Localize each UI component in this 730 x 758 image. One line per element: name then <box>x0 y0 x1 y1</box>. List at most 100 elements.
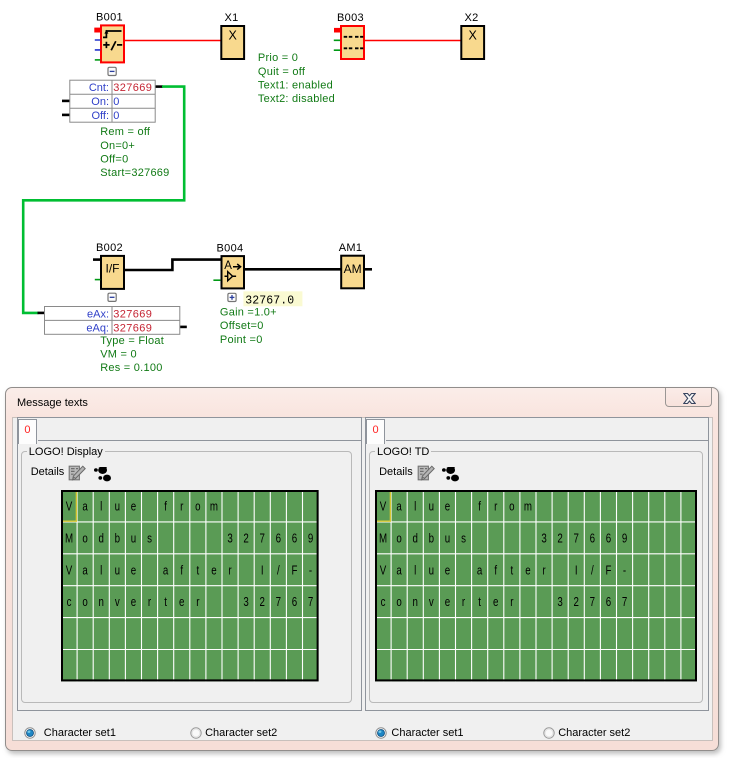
svg-text:2: 2 <box>243 533 248 546</box>
svg-text:6: 6 <box>292 596 297 609</box>
svg-text:/: / <box>277 565 280 578</box>
svg-text:o: o <box>509 501 514 514</box>
svg-text:7: 7 <box>590 596 595 609</box>
svg-text:e: e <box>445 596 450 609</box>
svg-text:9: 9 <box>622 533 627 546</box>
svg-text:327669: 327669 <box>113 308 152 320</box>
svg-text:f: f <box>164 501 167 514</box>
svg-text:r: r <box>543 565 546 578</box>
svg-text:t: t <box>511 565 514 578</box>
svg-text:VM = 0: VM = 0 <box>100 349 137 361</box>
svg-text:X: X <box>229 28 238 42</box>
svg-text:u: u <box>429 565 434 578</box>
svg-text:6: 6 <box>590 533 595 546</box>
svg-text:327669: 327669 <box>113 82 152 94</box>
svg-text:e: e <box>131 565 136 578</box>
svg-text:eAx:: eAx: <box>87 308 109 320</box>
svg-text:r: r <box>228 565 231 578</box>
svg-text:I/F: I/F <box>106 261 120 275</box>
svg-text:eAq:: eAq: <box>86 322 109 334</box>
svg-text:m: m <box>524 501 532 514</box>
svg-text:e: e <box>525 565 530 578</box>
svg-text:a: a <box>397 565 403 578</box>
svg-text:-: - <box>309 565 312 578</box>
svg-text:e: e <box>131 501 136 514</box>
svg-text:6: 6 <box>606 533 611 546</box>
svg-text:32767.0: 32767.0 <box>245 294 294 307</box>
svg-text:Off=0: Off=0 <box>100 153 128 165</box>
svg-text:6: 6 <box>292 533 297 546</box>
svg-text:Type = Float: Type = Float <box>100 335 164 347</box>
svg-text:V: V <box>66 565 73 578</box>
svg-text:A: A <box>224 260 232 272</box>
svg-text:3: 3 <box>542 533 547 546</box>
svg-text:t: t <box>164 596 167 609</box>
svg-text:Cnt:: Cnt: <box>89 82 109 94</box>
svg-text:a: a <box>163 565 169 578</box>
svg-text:7: 7 <box>308 596 313 609</box>
svg-text:Offset=0: Offset=0 <box>220 320 264 332</box>
svg-text:u: u <box>115 565 120 578</box>
svg-text:327669: 327669 <box>113 322 152 334</box>
svg-text:a: a <box>477 565 483 578</box>
svg-text:Quit = off: Quit = off <box>258 66 306 78</box>
svg-text:3: 3 <box>243 596 248 609</box>
svg-text:F: F <box>606 565 612 578</box>
svg-text:I: I <box>261 565 264 578</box>
svg-text:7: 7 <box>260 533 265 546</box>
svg-text:B004: B004 <box>217 243 244 255</box>
svg-text:7: 7 <box>622 596 627 609</box>
svg-text:s: s <box>461 533 466 546</box>
svg-text:e: e <box>211 565 216 578</box>
svg-text:f: f <box>495 565 498 578</box>
svg-text:t: t <box>196 565 199 578</box>
svg-text:B003: B003 <box>337 12 364 24</box>
svg-text:t: t <box>478 596 481 609</box>
svg-text:n: n <box>99 596 104 609</box>
svg-text:v: v <box>429 596 434 609</box>
svg-text:o: o <box>397 533 402 546</box>
svg-text:u: u <box>429 501 434 514</box>
svg-text:B001: B001 <box>96 11 123 23</box>
svg-text:d: d <box>413 533 418 546</box>
svg-text:e: e <box>445 501 450 514</box>
svg-text:7: 7 <box>276 596 281 609</box>
svg-text:V: V <box>380 501 387 514</box>
svg-text:r: r <box>180 501 183 514</box>
svg-text:2: 2 <box>260 596 265 609</box>
svg-text:c: c <box>67 596 72 609</box>
svg-text:o: o <box>82 596 87 609</box>
svg-text:M: M <box>65 533 73 546</box>
svg-text:AM1: AM1 <box>339 242 363 254</box>
svg-text:3: 3 <box>227 533 232 546</box>
svg-text:Off:: Off: <box>91 110 109 122</box>
svg-text:u: u <box>131 533 136 546</box>
svg-text:X: X <box>469 28 478 42</box>
svg-text:V: V <box>380 565 387 578</box>
svg-text:Prio = 0: Prio = 0 <box>258 52 298 64</box>
svg-text:a: a <box>82 501 88 514</box>
svg-text:Text2: disabled: Text2: disabled <box>258 93 335 105</box>
svg-text:o: o <box>397 596 402 609</box>
svg-text:3: 3 <box>558 596 563 609</box>
svg-text:0: 0 <box>113 110 120 122</box>
svg-text:e: e <box>179 596 184 609</box>
svg-text:e: e <box>131 596 136 609</box>
svg-text:Gain =1.0+: Gain =1.0+ <box>220 307 277 319</box>
svg-text:r: r <box>510 596 513 609</box>
svg-text:u: u <box>115 501 120 514</box>
svg-text:s: s <box>147 533 152 546</box>
svg-text:On:: On: <box>91 96 109 108</box>
svg-text:Rem = off: Rem = off <box>100 126 151 138</box>
svg-text:2: 2 <box>574 596 579 609</box>
svg-text:2: 2 <box>558 533 563 546</box>
svg-text:Point =0: Point =0 <box>220 334 263 346</box>
svg-text:On=0+: On=0+ <box>100 140 135 152</box>
svg-text:f: f <box>478 501 481 514</box>
svg-text:m: m <box>210 501 218 514</box>
svg-text:l: l <box>414 565 416 578</box>
svg-text:r: r <box>462 596 465 609</box>
svg-text:f: f <box>180 565 183 578</box>
svg-text:l: l <box>100 565 102 578</box>
svg-text:n: n <box>413 596 418 609</box>
